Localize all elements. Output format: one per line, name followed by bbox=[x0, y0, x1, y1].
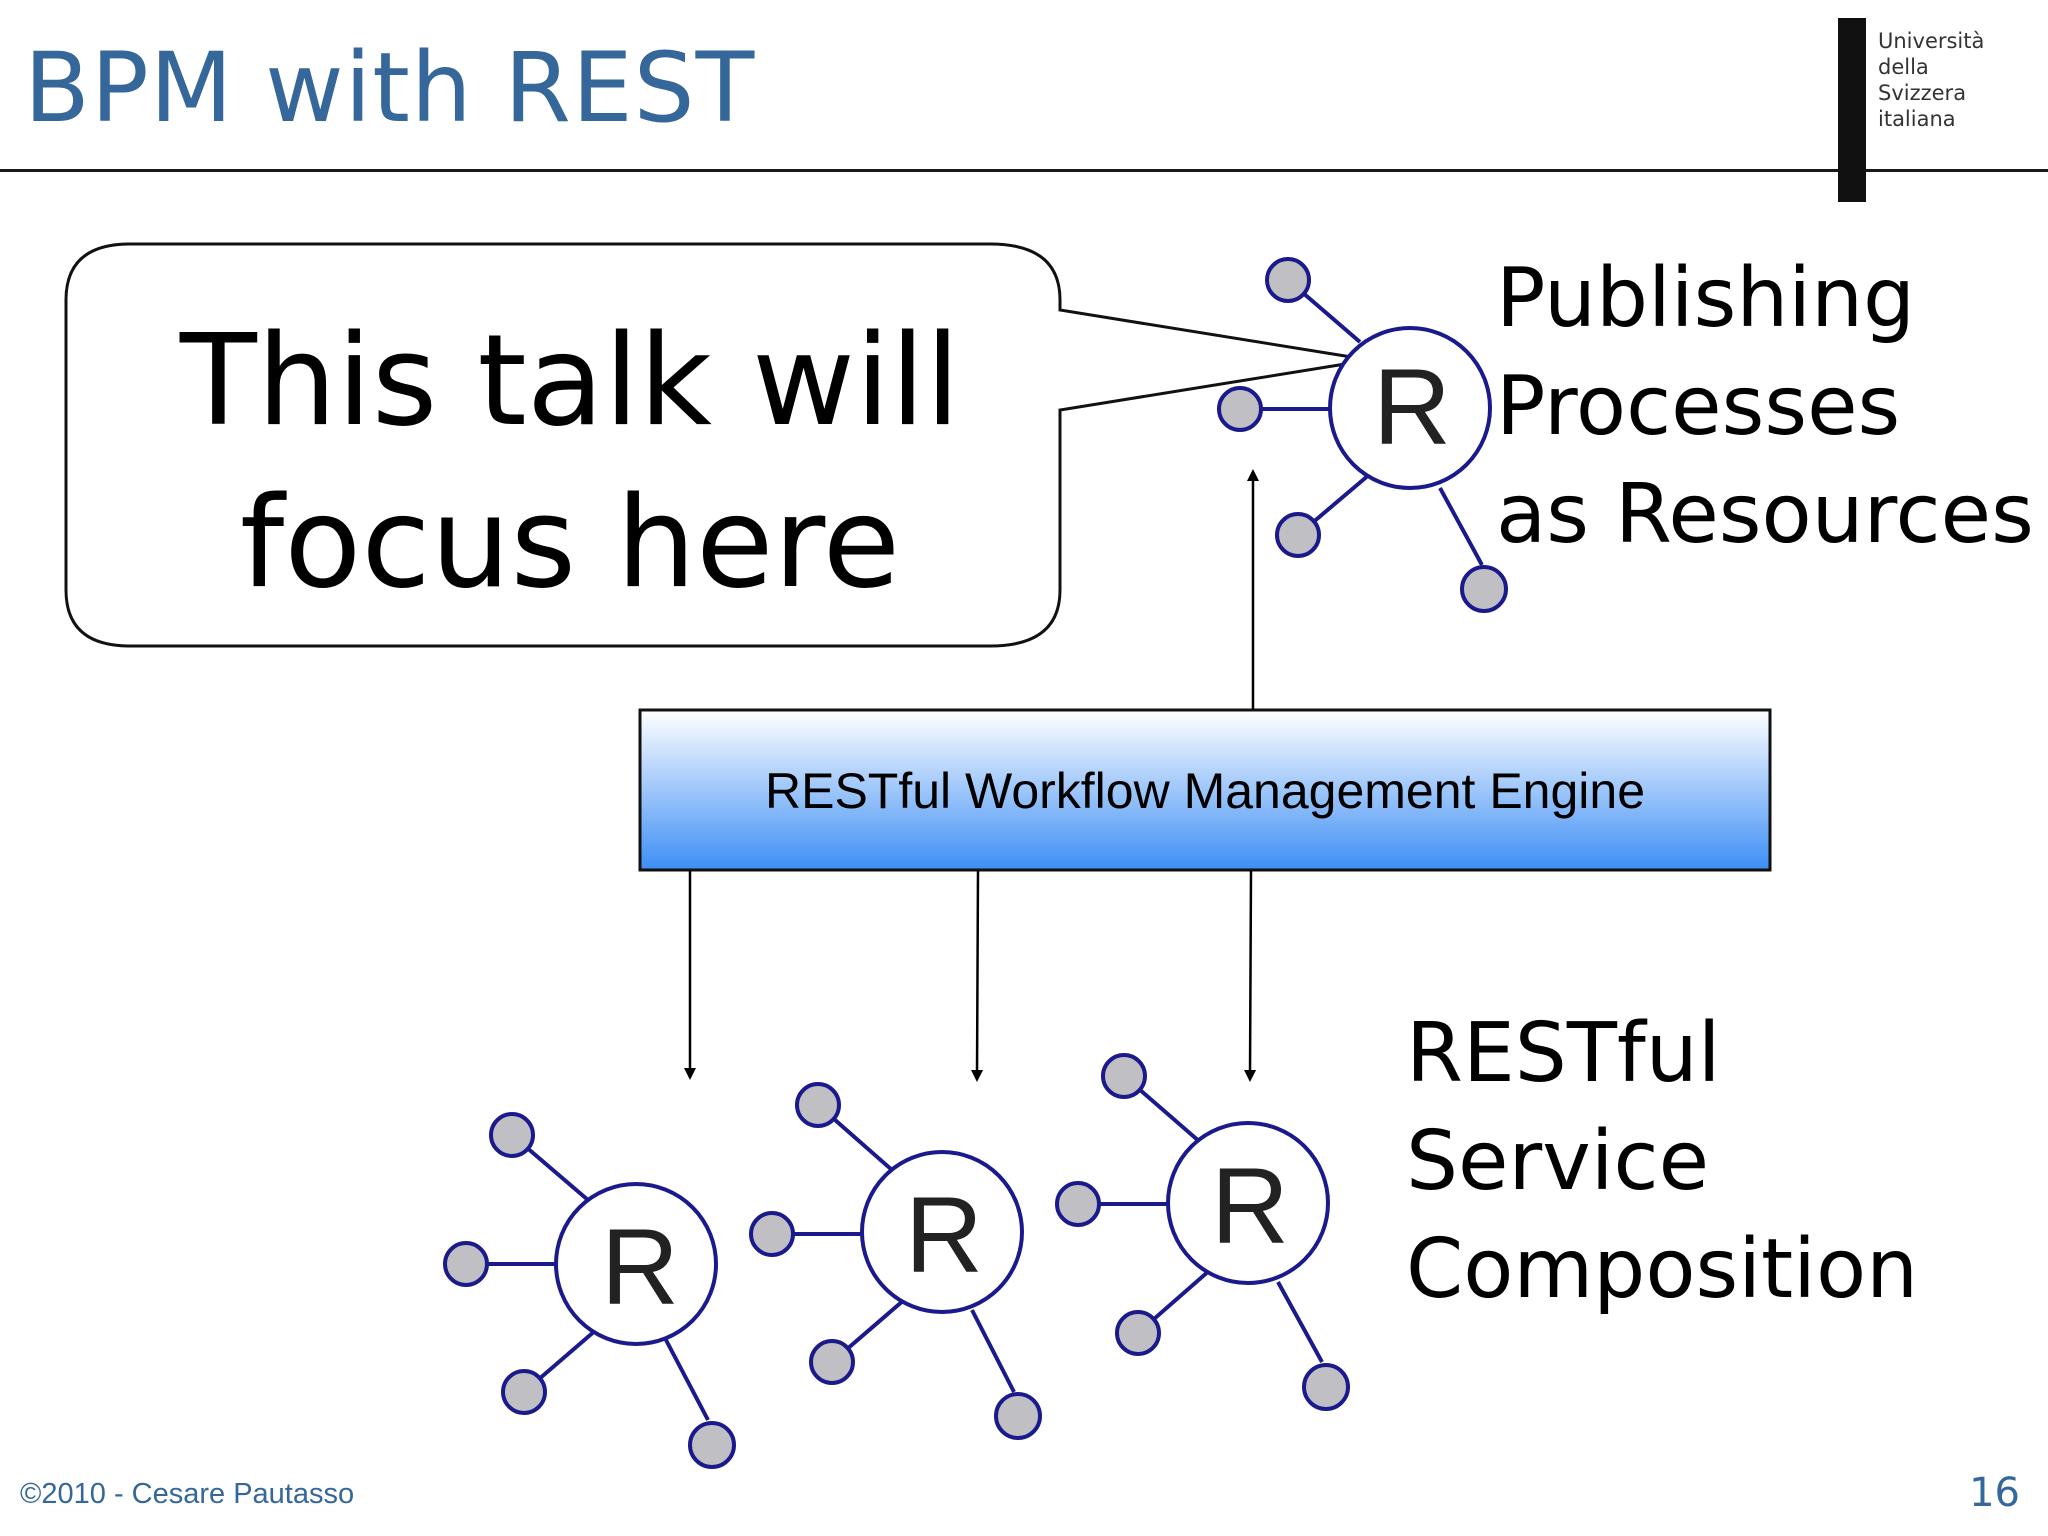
top-resource-letter: R bbox=[1373, 346, 1451, 467]
university-logo: Università della Svizzera italiana bbox=[1878, 28, 1984, 132]
callout-line-1: This talk will bbox=[179, 307, 961, 454]
workflow-engine-box bbox=[638, 708, 1772, 872]
composition-caption: RESTful Service Composition bbox=[1406, 1000, 1918, 1324]
arrow-engine-to-node-2 bbox=[971, 869, 984, 1082]
publishing-caption-line-2: Processes bbox=[1496, 359, 1901, 454]
callout-line-2: focus here bbox=[239, 469, 901, 616]
publishing-caption-line-1: Publishing bbox=[1496, 251, 1916, 346]
page-number: 16 bbox=[1969, 1470, 2020, 1516]
logo-line-2: della bbox=[1878, 55, 1929, 79]
service-resource-node-1 bbox=[443, 1112, 736, 1469]
publishing-caption: Publishing Processes as Resources bbox=[1496, 245, 2034, 569]
title-divider bbox=[0, 169, 2048, 172]
composition-caption-line-3: Composition bbox=[1406, 1222, 1919, 1317]
top-resource-node bbox=[1217, 257, 1508, 613]
callout-text: This talk will focus here bbox=[70, 300, 1070, 624]
service-resource-node-2 bbox=[749, 1082, 1042, 1440]
engine-label: RESTful Workflow Management Engine bbox=[764, 763, 1646, 819]
speech-bubble bbox=[64, 242, 1371, 648]
service-resource-letter-3: R bbox=[1211, 1145, 1289, 1266]
footer-copyright: ©2010 - Cesare Pautasso bbox=[20, 1478, 355, 1510]
composition-caption-line-1: RESTful bbox=[1406, 1006, 1721, 1101]
service-resource-letter-2: R bbox=[905, 1174, 983, 1295]
university-logo-bar bbox=[1838, 18, 1866, 202]
service-resource-node-3 bbox=[1055, 1053, 1350, 1411]
logo-line-4: italiana bbox=[1878, 107, 1956, 131]
logo-line-3: Svizzera bbox=[1878, 81, 1967, 105]
slide-title: BPM with REST bbox=[24, 32, 756, 144]
publishing-caption-line-3: as Resources bbox=[1496, 467, 2034, 562]
logo-line-1: Università bbox=[1878, 29, 1985, 53]
arrow-engine-to-node-3 bbox=[1244, 869, 1257, 1082]
service-resource-letter-1: R bbox=[601, 1206, 679, 1327]
composition-caption-line-2: Service bbox=[1406, 1114, 1710, 1209]
